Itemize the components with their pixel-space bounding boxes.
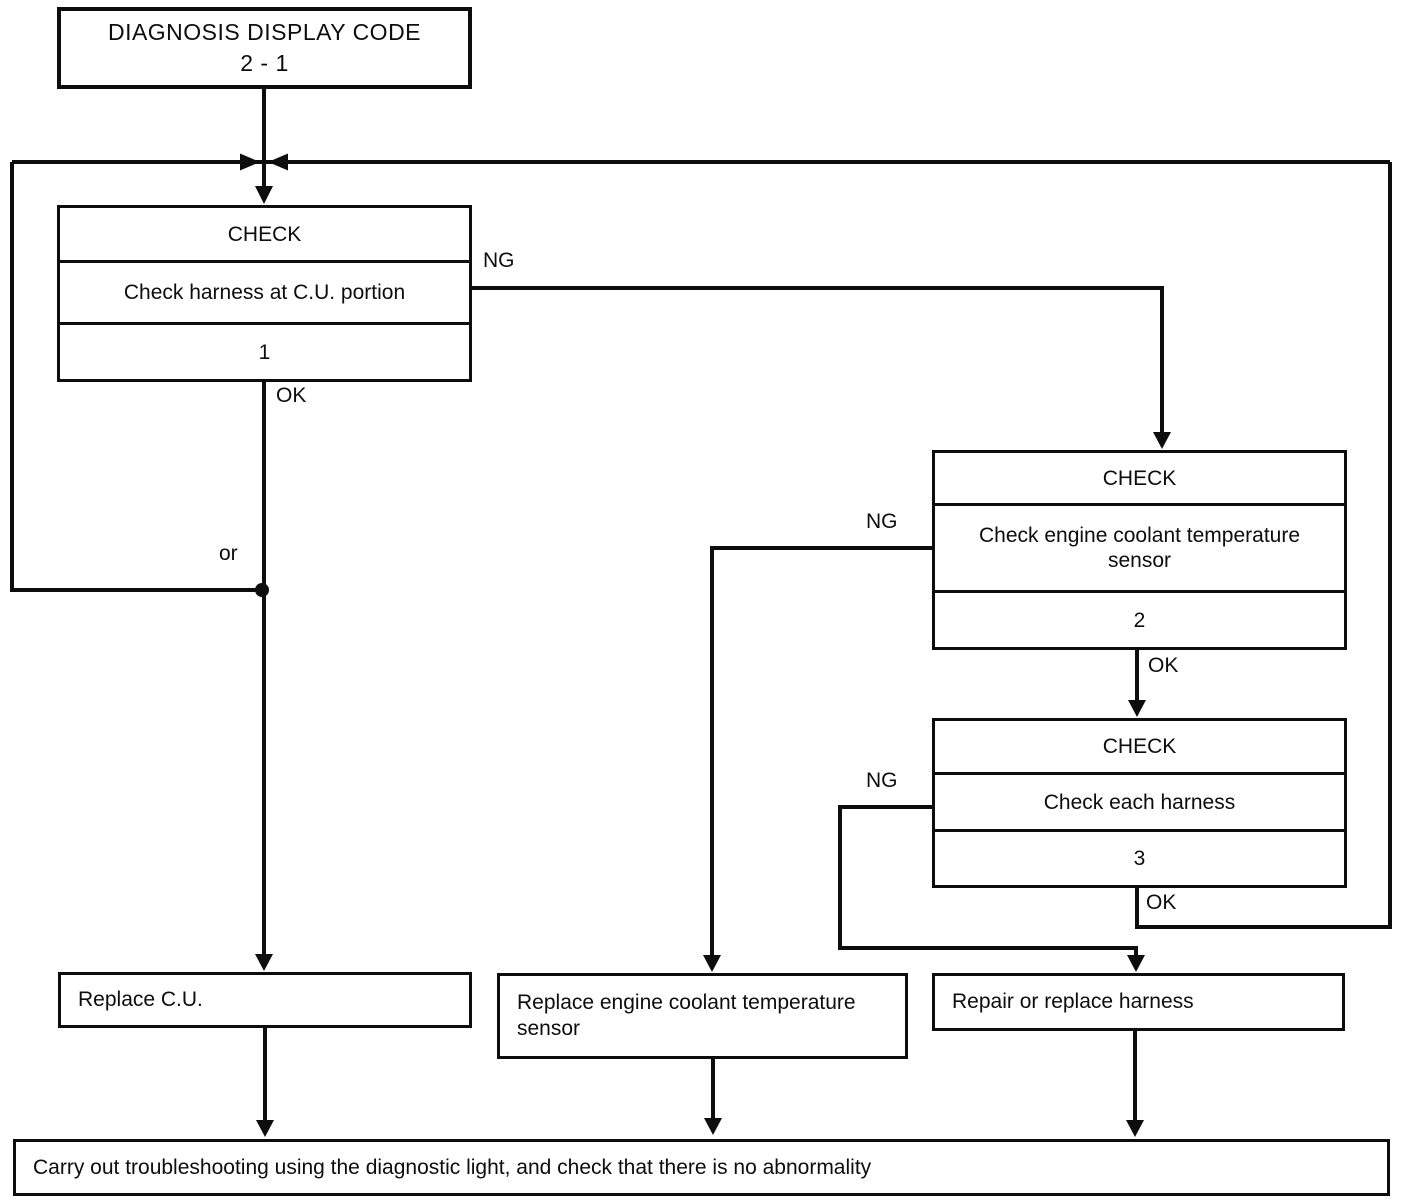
- arrowhead-check3: [1128, 700, 1146, 717]
- node-diagnosis-code: DIAGNOSIS DISPLAY CODE 2 - 1: [57, 7, 472, 89]
- check-1-body: Check harness at C.U. portion: [60, 260, 469, 322]
- node-repair-harness: Repair or replace harness: [932, 973, 1345, 1031]
- label-check3-ok: OK: [1146, 891, 1177, 914]
- edge-check3-ok-loop: [1135, 162, 1392, 929]
- check-1-header: CHECK: [227, 222, 302, 246]
- arrowhead-footer-left: [256, 1120, 274, 1137]
- diagnosis-code-title: DIAGNOSIS DISPLAY CODE: [107, 19, 422, 45]
- edge-check3-ng: [838, 805, 1138, 966]
- node-footer-instruction: Carry out troubleshooting using the diag…: [13, 1139, 1390, 1196]
- arrowhead-junction-right: [268, 153, 288, 171]
- edge-check1-ng: [472, 286, 1164, 444]
- or-junction-dot: [255, 583, 269, 597]
- node-check-2: CHECK Check engine coolant temperature s…: [932, 450, 1347, 650]
- arrowhead-footer-right: [1126, 1120, 1144, 1137]
- check-3-body: Check each harness: [935, 772, 1344, 829]
- label-check2-ng: NG: [866, 510, 898, 533]
- check-3-step: 3: [935, 829, 1344, 885]
- node-check-3: CHECK Check each harness 3: [932, 718, 1347, 888]
- arrowhead-junction-left: [240, 153, 260, 171]
- label-check3-ng: NG: [866, 769, 898, 792]
- diagnosis-code-value: 2 - 1: [240, 50, 289, 76]
- check-2-header: CHECK: [1102, 466, 1177, 490]
- check-2-step: 2: [935, 590, 1344, 647]
- arrowhead-footer-middle: [704, 1118, 722, 1135]
- arrowhead-check1: [255, 186, 273, 204]
- check-1-step: 1: [60, 322, 469, 379]
- label-or: or: [219, 542, 238, 565]
- label-check2-ok: OK: [1148, 654, 1179, 677]
- arrowhead-repair-harness: [1127, 955, 1145, 972]
- check-3-header: CHECK: [1102, 735, 1177, 758]
- node-replace-sensor: Replace engine coolant temperature senso…: [497, 973, 908, 1059]
- check-2-body: Check engine coolant temperature sensor: [935, 503, 1344, 590]
- arrowhead-replace-cu: [255, 954, 273, 971]
- edge-check2-ng: [710, 546, 932, 966]
- node-check-1: CHECK Check harness at C.U. portion 1: [57, 205, 472, 382]
- edge-left-loop: [10, 162, 262, 592]
- arrowhead-replace-sensor: [703, 955, 721, 972]
- label-check1-ng: NG: [483, 249, 515, 272]
- arrowhead-check2: [1153, 432, 1171, 449]
- node-replace-cu: Replace C.U.: [58, 972, 472, 1028]
- label-check1-ok: OK: [276, 384, 307, 407]
